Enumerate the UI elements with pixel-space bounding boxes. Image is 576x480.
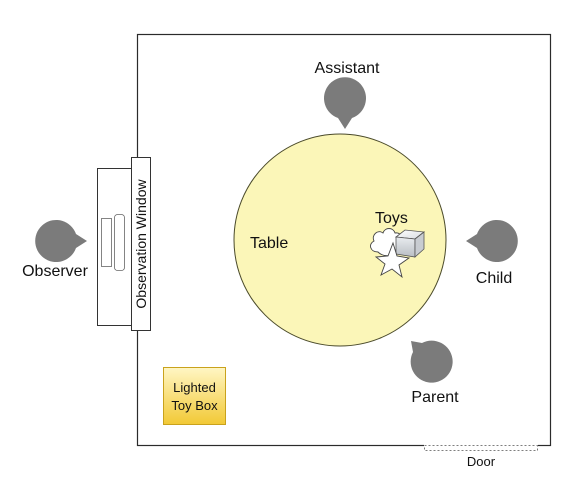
toys-label: Toys: [375, 210, 408, 227]
observer: Observer: [22, 220, 89, 280]
table-label: Table: [250, 235, 288, 252]
parent-marker-icon: [410, 340, 453, 383]
assistant-marker-icon: [324, 77, 367, 129]
observer-marker-icon: [35, 220, 87, 262]
door: Door: [424, 443, 538, 469]
assistant-label: Assistant: [315, 60, 380, 77]
parent-label: Parent: [411, 389, 459, 406]
cube-toy-icon: [394, 229, 426, 258]
child-marker-icon: [466, 220, 518, 262]
toy-box-label-line1: Lighted: [173, 380, 216, 395]
toy-box-label-line2: Toy Box: [171, 398, 218, 413]
observation-window-panel: [131, 157, 151, 331]
toys: Toys: [370, 210, 426, 279]
observation-window: Observation Window: [97, 157, 151, 331]
observer-label: Observer: [22, 263, 88, 280]
parent: Parent: [410, 340, 459, 406]
table: [233, 133, 447, 347]
toy-box-rect: [163, 367, 226, 425]
door-label: Door: [467, 454, 496, 469]
lighted-toy-box: Lighted Toy Box: [163, 367, 226, 425]
assistant: Assistant: [315, 60, 380, 129]
star-toy-icon: [374, 241, 411, 279]
child-label: Child: [476, 270, 512, 287]
observation-window-label: Observation Window: [133, 179, 149, 309]
child: Child: [466, 220, 518, 287]
